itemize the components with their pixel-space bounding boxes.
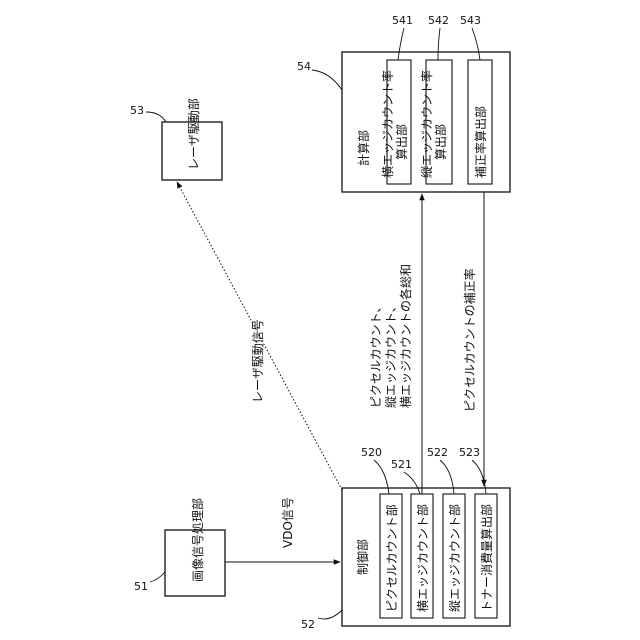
image-processor-block: 画像信号処理部 [165,498,225,596]
pixel-count-label: ピクセルカウント部 [384,504,399,612]
ref-52: 52 [301,618,315,631]
ref-54-leader [312,70,342,90]
ref-520: 520 [361,446,382,459]
ref-542: 542 [428,14,449,27]
correction-rate-label: 補正率算出部 [473,106,488,178]
ref-53-leader [146,112,166,122]
count-sums-label-2: 縦エッジカウント、 [384,300,398,408]
vertical-edge-count-label: 縦エッジカウント部 [447,504,462,612]
horizontal-edge-count-label: 横エッジカウント部 [415,504,430,612]
calculator-block: 計算部 横エッジカウント率 算出部 縦エッジカウント率 補正率算出部 算出部 [342,52,510,192]
horizontal-edge-rate-label-2: 算出部 [394,124,409,160]
calculator-label: 計算部 [356,130,371,166]
laser-driver-block: レーザ駆動部 [162,98,222,180]
ref-521: 521 [391,458,412,471]
horizontal-edge-rate-label: 横エッジカウント率 [380,70,395,178]
laser-drive-signal-label: レーザ駆動信号 [251,319,265,403]
ref-51: 51 [134,580,148,593]
count-sums-label-1: ピクセルカウント、 [369,301,383,408]
ref-52-leader [318,610,342,619]
vdo-signal-label: VDO信号 [281,497,295,548]
ref-54: 54 [297,60,311,73]
image-processor-label: 画像信号処理部 [190,498,205,582]
ref-53: 53 [130,104,144,117]
vertical-edge-rate-label-2: 算出部 [433,124,448,160]
ref-543: 543 [460,14,481,27]
vertical-edge-rate-label: 縦エッジカウント率 [419,70,434,178]
toner-consumption-label: トナー消費量算出部 [479,504,494,612]
count-sums-label-3: 横エッジカウントの各総和 [398,264,413,408]
controller-block: 制御部 ピクセルカウント部 横エッジカウント部 縦エッジカウント部 トナー消費量… [342,488,510,626]
controller-label: 制御部 [355,539,370,575]
laser-driver-label: レーザ駆動部 [186,98,201,170]
ref-541: 541 [392,14,413,27]
ref-522: 522 [427,446,448,459]
ref-523: 523 [459,446,480,459]
correction-rate-signal-label: ピクセルカウントの補正率 [462,268,477,412]
ref-51-leader [150,572,165,582]
